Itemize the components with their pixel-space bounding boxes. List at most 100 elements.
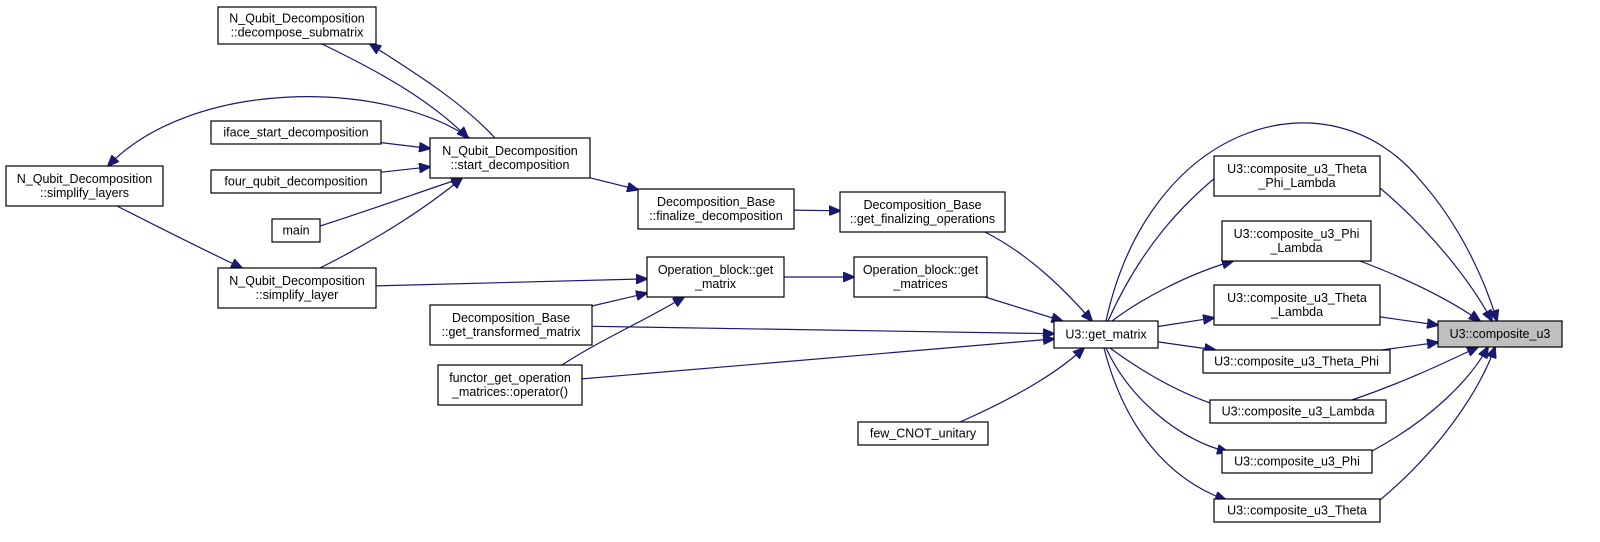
node-label: N_Qubit_Decomposition [442,144,578,158]
edge-u3_get_matrix-to-u3_cu3_theta_lambda [1157,318,1214,328]
node-ob_get_matrix[interactable]: Operation_block::get_matrix [646,256,785,298]
edge-u3_cu3_phi_lambda-to-u3_composite_u3 [1359,260,1480,321]
node-box [646,256,785,298]
node-label: ::get_finalizing_operations [850,212,995,226]
node-box [429,137,591,179]
node-label: Operation_block::get [863,263,979,277]
node-nqd_decompose_submatrix[interactable]: N_Qubit_Decomposition::decompose_submatr… [217,6,377,45]
edge-u3_cu3_theta-to-u3_composite_u3 [1379,347,1495,501]
node-u3_cu3_lambda[interactable]: U3::composite_u3_Lambda [1209,399,1387,424]
edge-functor_get_operation_matrices-to-u3_get_matrix [581,339,1054,380]
node-label: Decomposition_Base [863,198,981,212]
edge-u3_get_matrix-to-u3_cu3_phi_lambda [1111,261,1233,322]
edge-iface_start_decomposition-to-nqd_start_decomposition [380,142,430,149]
edge-db_get_finalizing_operations-to-u3_get_matrix [984,231,1092,321]
node-box [210,169,382,194]
node-label: N_Qubit_Decomposition [229,274,365,288]
edge-u3_get_matrix-to-u3_composite_u3 [1105,122,1497,321]
node-label: ::get_transformed_matrix [442,325,582,339]
node-iface_start_decomposition[interactable]: iface_start_decomposition [210,120,382,145]
node-box [429,304,593,346]
edge-main-to-nqd_start_decomposition [319,178,462,227]
node-nqd_simplify_layer[interactable]: N_Qubit_Decomposition::simplify_layer [217,267,377,309]
edge-u3_get_matrix-to-u3_cu3_theta [1103,347,1226,500]
node-label: ::simplify_layers [40,186,129,200]
graph-nodes: N_Qubit_Decomposition::decompose_submatr… [5,6,1563,523]
node-main[interactable]: main [271,218,321,243]
node-functor_get_operation_matrices[interactable]: functor_get_operation_matrices::operator… [437,364,583,406]
node-label: U3::composite_u3_Theta [1227,162,1367,176]
node-label: ::finalize_decomposition [649,209,782,223]
node-box [271,218,321,243]
node-db_finalize_decomposition[interactable]: Decomposition_Base::finalize_decompositi… [637,188,795,230]
edge-nqd_simplify_layer-to-nqd_start_decomposition [319,178,462,269]
node-box [437,364,583,406]
node-label: four_qubit_decomposition [224,175,367,189]
node-label: U3::get_matrix [1065,328,1147,342]
node-db_get_transformed_matrix[interactable]: Decomposition_Base::get_transformed_matr… [429,304,593,346]
node-box [5,165,164,207]
node-u3_cu3_theta_lambda[interactable]: U3::composite_u3_Theta_Lambda [1213,284,1381,326]
node-u3_cu3_theta[interactable]: U3::composite_u3_Theta [1213,498,1381,523]
node-box [1213,284,1381,326]
edge-nqd_start_decomposition-to-nqd_simplify_layers [108,96,471,166]
node-u3_cu3_phi_lambda[interactable]: U3::composite_u3_Phi_Lambda [1221,220,1372,262]
node-u3_cu3_theta_phi_lambda[interactable]: U3::composite_u3_Theta_Phi_Lambda [1213,155,1381,197]
node-label: functor_get_operation [449,371,571,385]
node-label: _Phi_Lambda [1257,176,1335,190]
node-few_cnot_unitary[interactable]: few_CNOT_unitary [857,421,989,446]
node-box [853,256,988,298]
node-box [1213,155,1381,197]
node-label: U3::composite_u3_Theta [1227,291,1367,305]
node-u3_cu3_phi[interactable]: U3::composite_u3_Phi [1221,449,1373,474]
node-label: ::simplify_layer [256,288,339,302]
graph-edges [108,44,1497,500]
node-label: N_Qubit_Decomposition [17,172,153,186]
node-box [1202,349,1391,374]
node-label: U3::composite_u3 [1450,327,1551,341]
edge-four_qubit_decomposition-to-nqd_start_decomposition [380,167,430,172]
node-box [857,421,989,446]
node-box [217,6,377,45]
node-box [1437,320,1563,348]
node-label: U3::composite_u3_Theta [1227,504,1367,518]
edge-nqd_simplify_layers-to-nqd_simplify_layer [116,205,242,268]
edge-db_get_transformed_matrix-to-ob_get_matrix [591,293,647,307]
node-box [1221,449,1373,474]
node-box [637,188,795,230]
node-u3_get_matrix[interactable]: U3::get_matrix [1053,320,1159,349]
node-label: _Lambda [1270,305,1323,319]
edge-db_finalize_decomposition-to-db_get_finalizing_operations [793,210,840,211]
edge-nqd_start_decomposition-to-nqd_decompose_submatrix [370,44,496,139]
node-box [1053,320,1159,349]
edge-functor_get_operation_matrices-to-ob_get_matrix [561,297,684,366]
node-label: Decomposition_Base [657,195,775,209]
node-four_qubit_decomposition[interactable]: four_qubit_decomposition [210,169,382,194]
node-box [1221,220,1372,262]
node-u3_composite_u3[interactable]: U3::composite_u3 [1437,320,1563,348]
node-ob_get_matrices[interactable]: Operation_block::get_matrices [853,256,988,298]
edge-ob_get_matrices-to-u3_get_matrix [984,296,1062,321]
node-box [1209,399,1387,424]
node-box [1213,498,1381,523]
node-u3_cu3_theta_phi[interactable]: U3::composite_u3_Theta_Phi [1202,349,1391,374]
node-label: _matrices::operator() [451,385,568,399]
node-label: few_CNOT_unitary [870,427,977,441]
edge-few_cnot_unitary-to-u3_get_matrix [959,348,1084,423]
edge-u3_get_matrix-to-u3_cu3_phi [1105,347,1228,452]
node-db_get_finalizing_operations[interactable]: Decomposition_Base::get_finalizing_opera… [839,191,1006,233]
node-label: iface_start_decomposition [223,126,368,140]
edge-u3_cu3_phi-to-u3_composite_u3 [1371,347,1488,452]
edge-u3_cu3_theta_phi-to-u3_composite_u3 [1381,342,1438,351]
edge-nqd_start_decomposition-to-db_finalize_decomposition [589,177,638,190]
node-nqd_simplify_layers[interactable]: N_Qubit_Decomposition::simplify_layers [5,165,164,207]
node-label: U3::composite_u3_Phi [1234,455,1360,469]
edge-u3_cu3_theta_lambda-to-u3_composite_u3 [1379,316,1438,325]
edge-db_get_transformed_matrix-to-u3_get_matrix [591,325,1054,333]
node-label: U3::composite_u3_Lambda [1222,405,1375,419]
node-label: _matrix [694,277,737,291]
edge-u3_get_matrix-to-u3_cu3_theta_phi [1157,341,1215,350]
node-label: _Lambda [1269,241,1322,255]
edge-u3_get_matrix-to-u3_cu3_theta_phi_lambda [1107,169,1226,322]
node-nqd_start_decomposition[interactable]: N_Qubit_Decomposition::start_decompositi… [429,137,591,179]
